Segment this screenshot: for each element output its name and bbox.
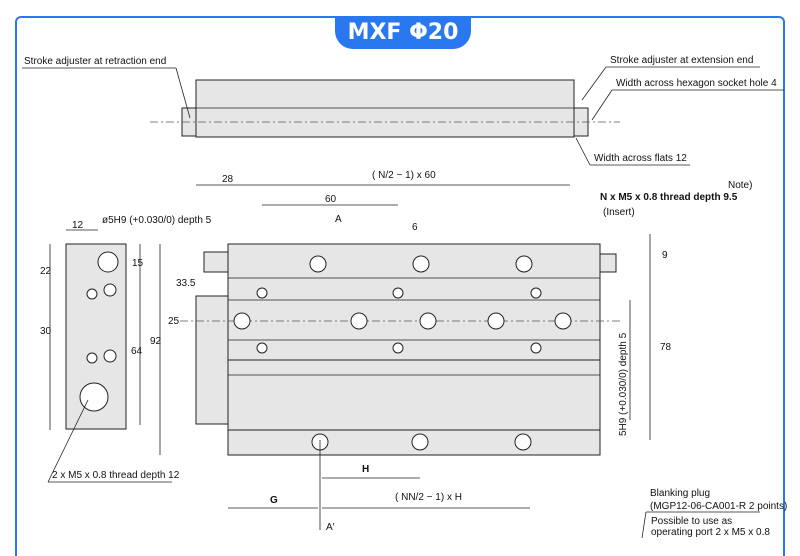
dim-22: 22: [40, 266, 52, 277]
label-pin-hole-side: 5H9 (+0.030/0) depth 5: [618, 332, 629, 436]
label-blanking: Blanking plug: [650, 488, 710, 499]
dim-78: 78: [660, 342, 672, 353]
dim-h-formula: ( NN/2 − 1) x H: [395, 492, 462, 503]
dim-92: 92: [150, 336, 162, 347]
dim-25: 25: [168, 316, 180, 327]
dim-30: 30: [40, 326, 52, 337]
label-pin-hole: ø5H9 (+0.030/0) depth 5: [102, 215, 212, 226]
dim-60: 60: [325, 194, 337, 205]
section-a-prime: A′: [326, 522, 335, 533]
dim-9: 9: [662, 250, 668, 261]
dim-12: 12: [72, 220, 84, 231]
label-possible: Possible to use as: [651, 516, 732, 527]
drawing: Stroke adjuster at retraction end Stroke…: [22, 55, 787, 538]
label-insert: (Insert): [603, 207, 635, 218]
label-thread-n: N x M5 x 0.8 thread depth 9.5: [600, 192, 738, 203]
label-stroke-extension: Stroke adjuster at extension end: [610, 55, 753, 66]
dim-64: 64: [131, 346, 143, 357]
dim-15: 15: [132, 258, 144, 269]
label-thread-side: 2 x M5 x 0.8 thread depth 12: [52, 470, 180, 481]
label-note: Note): [728, 180, 752, 191]
front-view: [180, 243, 620, 456]
dim-h: H: [362, 464, 369, 475]
dim-n-formula: ( N/2 − 1) x 60: [372, 170, 436, 181]
top-view: [150, 79, 620, 138]
dim-6: 6: [412, 222, 418, 233]
dim-g: G: [270, 495, 278, 506]
label-stroke-retraction: Stroke adjuster at retraction end: [24, 56, 166, 67]
section-a: A: [335, 214, 342, 225]
label-flats: Width across flats 12: [594, 153, 687, 164]
title-badge: MXF Φ20: [335, 16, 471, 49]
label-operating: operating port 2 x M5 x 0.8: [651, 527, 770, 538]
dim-28: 28: [222, 174, 234, 185]
dim-33-5: 33.5: [176, 278, 196, 289]
side-view: [65, 243, 127, 430]
label-blanking-part: (MGP12-06-CA001-R 2 points): [650, 501, 787, 512]
label-hex-socket: Width across hexagon socket hole 4: [616, 78, 777, 89]
